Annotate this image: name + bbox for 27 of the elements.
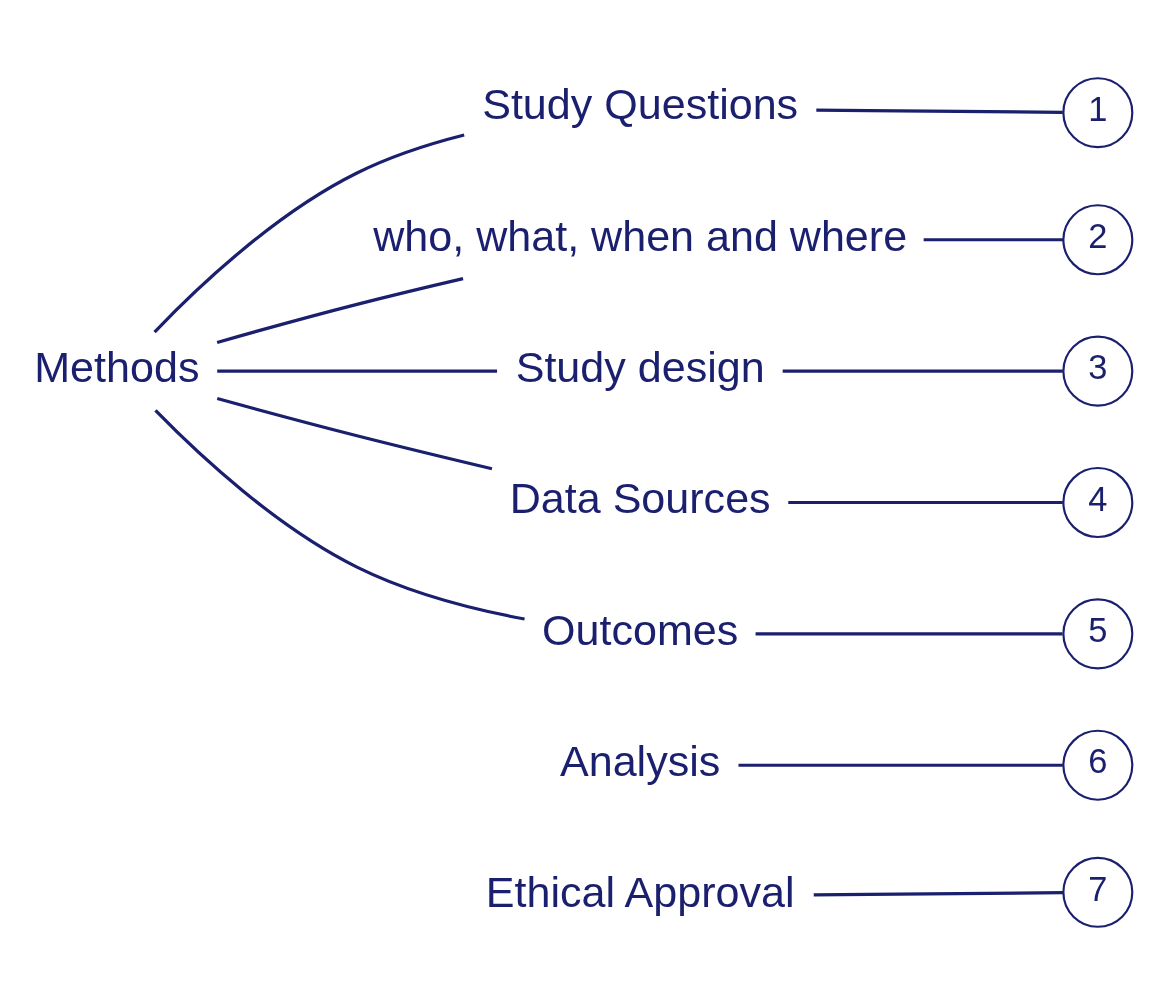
node-text: Analysis <box>560 736 721 785</box>
connector <box>153 132 465 333</box>
connector <box>755 631 1063 635</box>
connector <box>738 763 1063 767</box>
node-text: who, what, when and where <box>373 211 908 260</box>
node-text: Outcomes <box>542 605 739 654</box>
connector <box>816 107 1063 114</box>
node-text: Methods <box>34 342 200 391</box>
connector <box>788 500 1063 504</box>
node-text: Data Sources <box>509 473 771 522</box>
connector <box>154 408 525 621</box>
node-circle: 2 <box>1062 203 1134 275</box>
node-circle: 6 <box>1062 729 1134 801</box>
node-text: Study design <box>515 342 765 391</box>
node-circle: 7 <box>1062 856 1134 928</box>
node-circle: 1 <box>1062 76 1134 148</box>
node-text: Ethical Approval <box>485 867 795 916</box>
connector <box>216 396 493 470</box>
node-circle: 5 <box>1062 597 1134 669</box>
node-text: Study Questions <box>482 79 799 128</box>
connector <box>217 369 498 373</box>
connector <box>782 369 1063 373</box>
node-circle: 3 <box>1062 335 1134 407</box>
connector <box>813 890 1064 897</box>
connector <box>923 237 1064 241</box>
node-circle: 4 <box>1062 466 1134 538</box>
connector <box>216 276 464 344</box>
